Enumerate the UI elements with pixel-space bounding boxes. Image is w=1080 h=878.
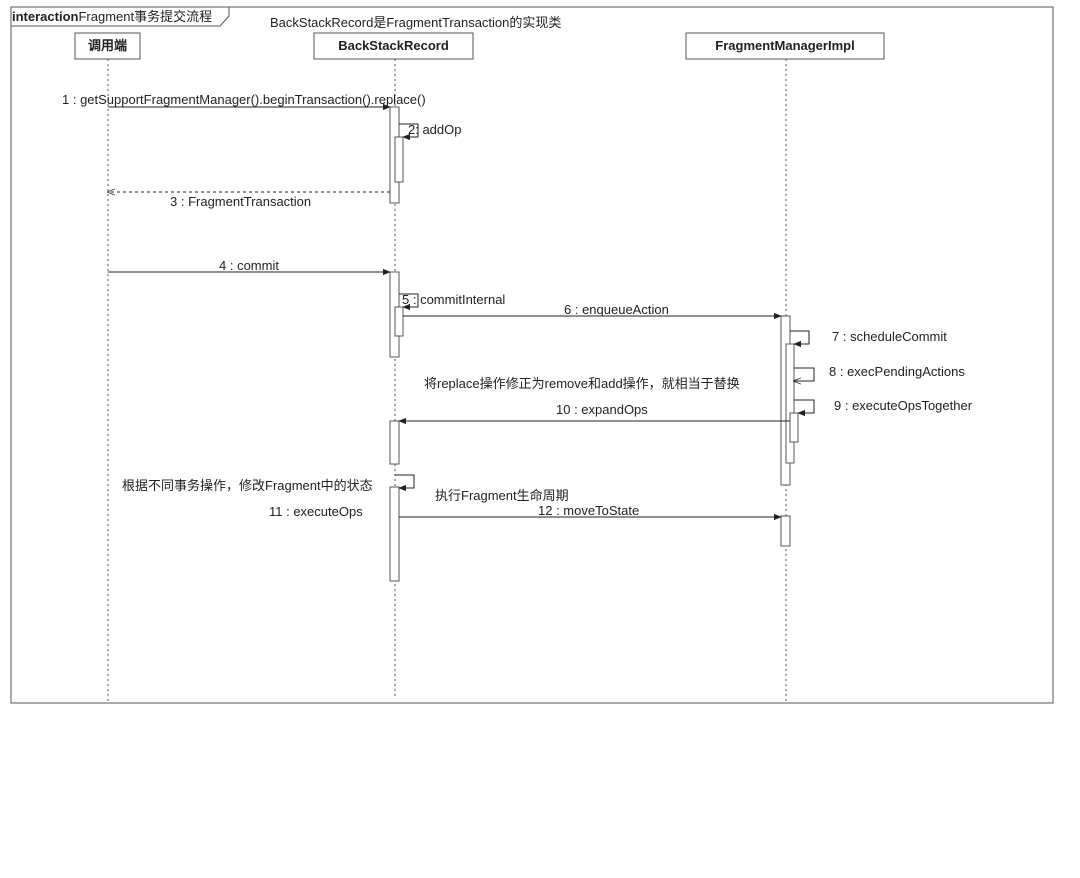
message-label-12: 12 : moveToState — [538, 503, 639, 518]
message-label-10: 10 : expandOps — [556, 402, 648, 417]
note-state: 根据不同事务操作，修改Fragment中的状态 — [122, 478, 373, 493]
activation-bar — [780, 515, 791, 547]
frame-title-tab — [11, 6, 230, 27]
note-replace: 将replace操作修正为remove和add操作，就相当于替换 — [424, 376, 740, 391]
message-arrow-2 — [399, 123, 419, 141]
message-label-11: 11 : executeOps — [269, 504, 363, 519]
activation-bar — [394, 136, 404, 183]
participant-backstackrecord: BackStackRecord — [338, 38, 449, 53]
activation-bar — [785, 343, 795, 464]
message-label-1: 1 : getSupportFragmentManager().beginTra… — [62, 92, 426, 107]
activation-bar — [789, 412, 799, 443]
note-lifecycle: 执行Fragment生命周期 — [435, 488, 569, 503]
message-arrow-9 — [794, 399, 815, 417]
message-arrow-11 — [395, 474, 415, 492]
activation-bar — [394, 306, 404, 337]
message-label-7: 7 : scheduleCommit — [832, 329, 947, 344]
message-arrow-7 — [790, 330, 810, 348]
frame-title-text: Fragment事务提交流程 — [78, 9, 212, 24]
note-top: BackStackRecord是FragmentTransaction的实现类 — [270, 15, 561, 30]
message-label-9: 9 : executeOpsTogether — [834, 398, 973, 413]
participant-caller: 调用端 — [88, 38, 127, 53]
message-label-8: 8 : execPendingActions — [829, 364, 965, 379]
message-arrow-8 — [794, 367, 815, 381]
activation-bar — [389, 486, 400, 582]
participant-fragmentmanagerimpl: FragmentManagerImpl — [715, 38, 854, 53]
message-label-5: 5 : commitInternal — [402, 292, 505, 307]
interaction-frame — [10, 6, 1054, 704]
message-label-3: 3 : FragmentTransaction — [170, 194, 311, 209]
participant-box-backstackrecord[interactable] — [313, 32, 474, 60]
message-label-2: 2: addOp — [408, 122, 462, 137]
message-label-4: 4 : commit — [219, 258, 279, 273]
frame-keyword: interaction — [12, 9, 79, 24]
message-label-6: 6 : enqueueAction — [564, 302, 669, 317]
participant-box-fragmentmanagerimpl[interactable] — [685, 32, 885, 60]
activation-bar — [389, 420, 400, 465]
message-arrow-5 — [399, 293, 419, 311]
frame-title: interactionFragment事务提交流程 — [12, 9, 212, 24]
